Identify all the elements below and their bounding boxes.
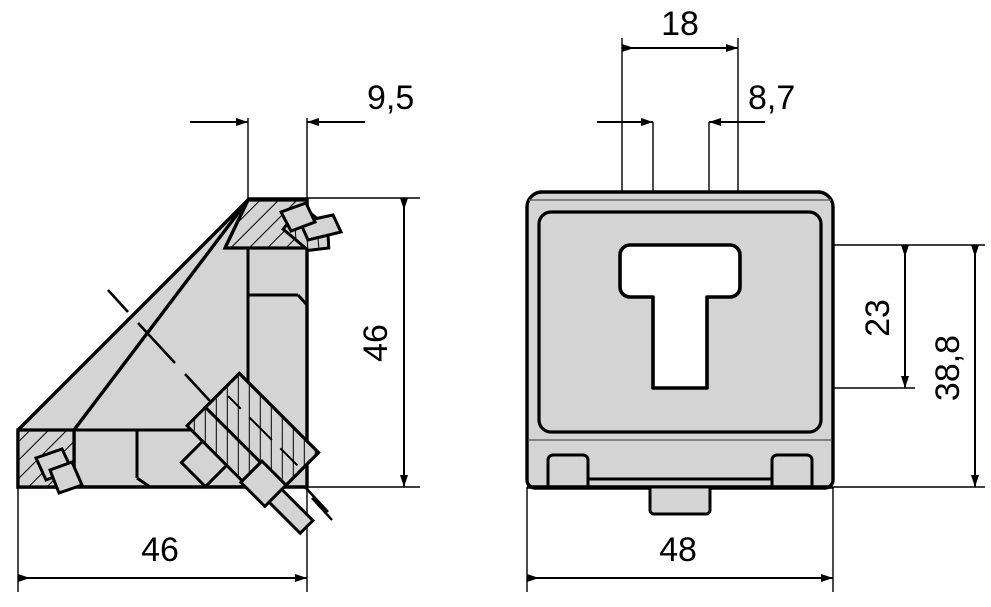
- dim-8-7: 8,7: [597, 79, 795, 126]
- dim-46-vertical: 46: [357, 198, 408, 487]
- corner-axis-dash: [311, 497, 333, 521]
- bottom-left-screw-shank: [48, 460, 85, 495]
- dim-46-vertical-label: 46: [357, 324, 395, 362]
- dim-23-label: 23: [859, 299, 897, 337]
- diagonal-screw-stub: [179, 439, 229, 489]
- foot-right: [770, 453, 814, 490]
- top-fastener-assembly: [278, 201, 344, 252]
- top-cap-chamfer: [223, 199, 250, 249]
- vertical-leg-lines: [246, 246, 309, 395]
- dim-38-8-label: 38,8: [929, 335, 967, 401]
- bottom-left-fastener-assembly: [33, 447, 85, 495]
- dim-18-label: 18: [661, 5, 699, 43]
- leg-chamfer: [296, 293, 309, 307]
- dim-48: 48: [527, 531, 833, 582]
- dim-23: 23: [859, 245, 909, 388]
- dim-46-horizontal-label: 46: [141, 531, 179, 569]
- diagonal-screw-shank: [266, 487, 316, 536]
- dim-48-label: 48: [659, 531, 697, 569]
- t-slot-cutout: [618, 243, 742, 390]
- dim-9-5: 9,5: [190, 79, 414, 126]
- dim-46-horizontal: 46: [18, 531, 307, 582]
- diagonal-fastener-stack: [179, 371, 321, 536]
- dim-38-8: 38,8: [929, 245, 979, 487]
- flange-divider-chamfer: [136, 476, 151, 489]
- left-view-extension-lines: [17, 118, 420, 592]
- left-section-view: 9,5 46 46: [16, 79, 420, 592]
- dim-8-7-label: 8,7: [748, 79, 795, 117]
- top-screw-head: [278, 201, 318, 233]
- foot-left: [546, 453, 590, 490]
- dim-18: 18: [622, 5, 738, 52]
- diagonal-thread-axis: [227, 395, 299, 467]
- dim-9-5-label: 9,5: [367, 79, 414, 117]
- bottom-centre-tab: [648, 485, 712, 516]
- right-front-view: 18 8,7 23 38,8 48: [525, 5, 985, 592]
